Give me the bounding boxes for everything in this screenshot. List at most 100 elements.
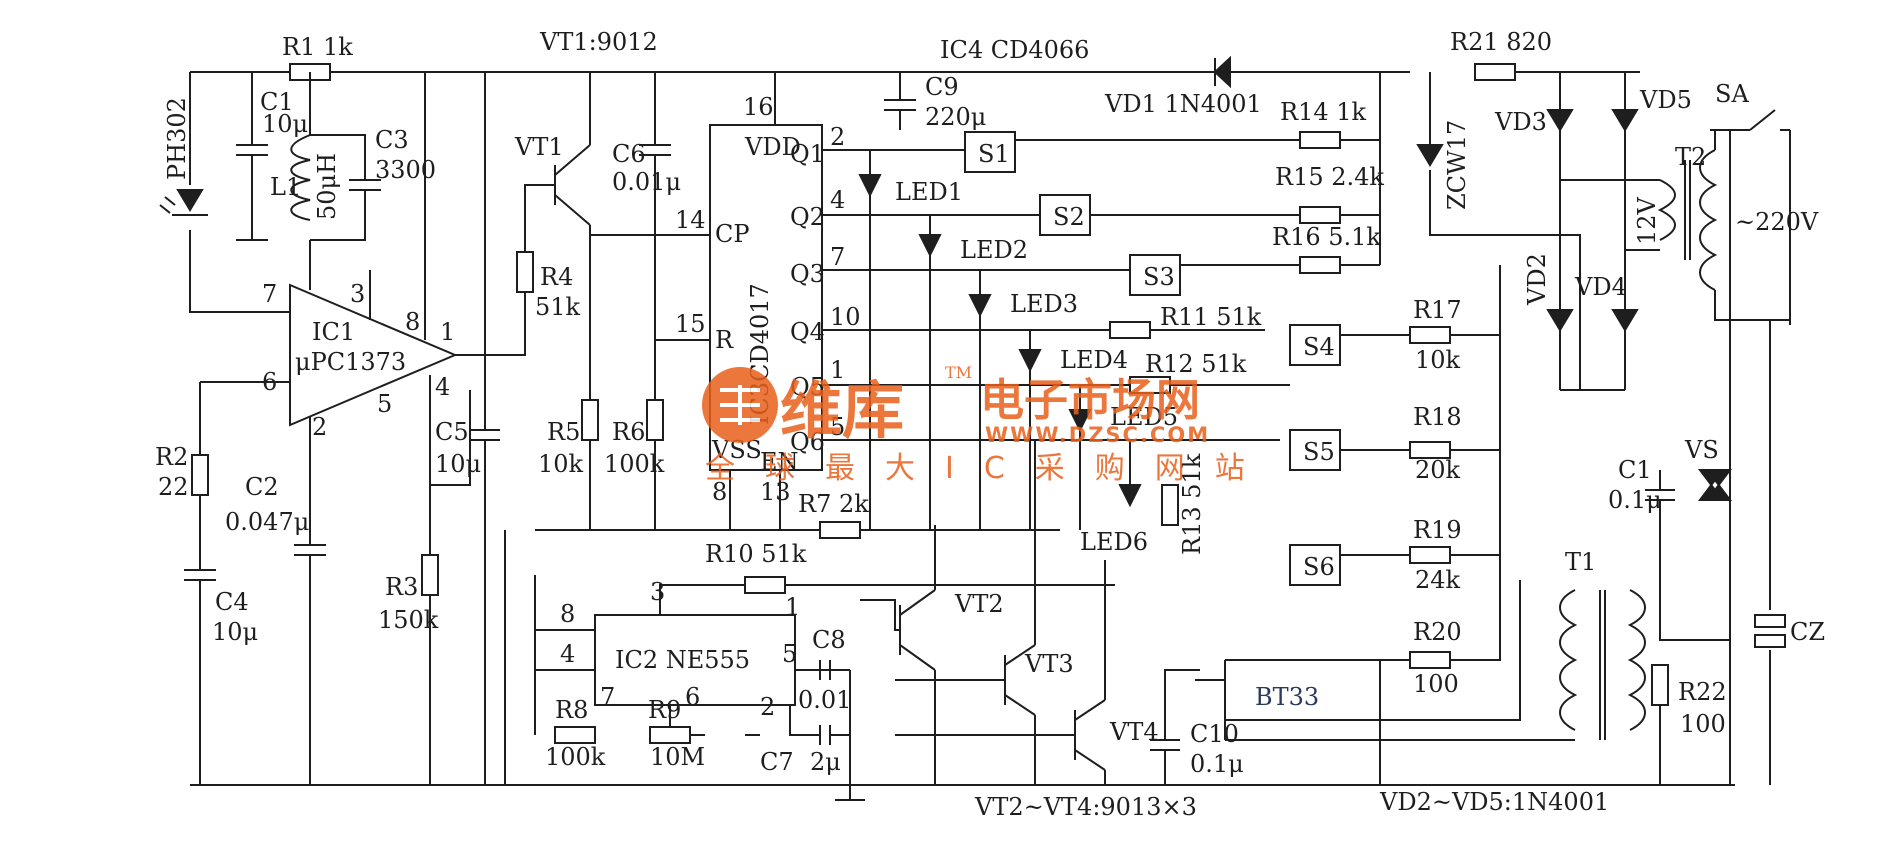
- resistor-r11: [1109, 321, 1151, 339]
- label-vt1-title: VT1:9012: [539, 28, 658, 56]
- label-r2: R2: [155, 443, 188, 471]
- component-labels: R1 1k VT1:9012 IC4 CD4066 R21 820 SA C1 …: [155, 28, 1825, 821]
- transistor-vt2: [860, 525, 936, 785]
- label-r4-val: 51k: [535, 293, 581, 321]
- switch-s3: [1129, 254, 1181, 296]
- watermark-brand: 维库: [780, 374, 904, 447]
- label-c3: C3: [375, 126, 409, 154]
- pin-t1: 1: [785, 593, 800, 621]
- label-l1: L1: [270, 173, 301, 201]
- label-vt4: VT4: [1109, 718, 1159, 746]
- label-r9-val: 10M: [650, 743, 705, 771]
- label-vt2: VT2: [954, 590, 1004, 618]
- label-r18-val: 20k: [1415, 456, 1461, 484]
- label-s3: S3: [1143, 263, 1175, 291]
- switch-s1: [964, 131, 1016, 173]
- resistor-r15: [1299, 206, 1341, 224]
- label-bottom-vt: VT2~VT4:9013×3: [974, 793, 1197, 821]
- resistor-r21: [1474, 63, 1516, 81]
- label-mains: ~220V: [1735, 208, 1819, 236]
- label-q3: Q3: [790, 260, 825, 288]
- pin-13: 13: [760, 478, 791, 506]
- pin-t2: 2: [760, 693, 775, 721]
- triac-vs: [1698, 469, 1732, 501]
- label-c6-val: 0.01μ: [612, 168, 681, 196]
- pin-t4: 4: [560, 640, 575, 668]
- label-s2: S2: [1053, 203, 1085, 231]
- wiring: [159, 55, 1791, 801]
- label-r22-val: 100: [1680, 710, 1726, 738]
- pin-t6: 6: [685, 683, 700, 711]
- pin-4: 4: [830, 186, 845, 214]
- label-r20: R20: [1413, 618, 1462, 646]
- label-r9: R9: [648, 696, 681, 724]
- resistor-r6: [646, 399, 664, 441]
- label-r6: R6: [612, 418, 645, 446]
- label-t1: T1: [1565, 548, 1596, 576]
- label-bottom-vd: VD2~VD5:1N4001: [1379, 788, 1609, 816]
- label-c9: C9: [925, 73, 959, 101]
- switch-s5: [1289, 429, 1341, 471]
- label-r2-val: 22: [158, 473, 189, 501]
- label-r17: R17: [1413, 296, 1462, 324]
- resistor-r8: [554, 726, 596, 744]
- label-cp: CP: [715, 220, 750, 248]
- watermark-url: WWW.DZSC.COM: [985, 423, 1210, 447]
- label-r3-val: 150k: [378, 606, 439, 634]
- transistor-vt1: [554, 72, 591, 400]
- transformer-t2: [1657, 179, 1676, 241]
- label-c5: C5: [435, 418, 469, 446]
- switch-s6: [1289, 544, 1341, 586]
- label-led6: LED6: [1080, 528, 1148, 556]
- pin-a4: 4: [435, 373, 450, 401]
- pin-a5: 5: [377, 390, 392, 418]
- label-led2: LED2: [960, 236, 1028, 264]
- label-vdd: VDD: [744, 133, 801, 161]
- label-q1: Q1: [790, 140, 825, 168]
- label-c9-val: 220μ: [925, 103, 986, 131]
- label-c1: C1: [260, 88, 294, 116]
- label-ic1: IC1: [312, 318, 355, 346]
- transistor-vt3: [895, 440, 1036, 785]
- inductor-l1: [290, 134, 311, 221]
- label-cz: CZ: [1790, 618, 1825, 646]
- label-c10-val: 0.1μ: [1190, 750, 1244, 778]
- label-r8: R8: [555, 696, 588, 724]
- label-vt1: VT1: [514, 133, 564, 161]
- label-ph302: PH302: [163, 97, 191, 180]
- label-ic2: IC2 NE555: [615, 646, 750, 674]
- label-r19-val: 24k: [1415, 566, 1461, 594]
- pin-numbers: 16 2 4 7 10 1 5 14 15 8 13 7 3 8 1 6 5 4…: [262, 93, 861, 721]
- label-c8: C8: [812, 626, 846, 654]
- label-r21: R21 820: [1450, 28, 1552, 56]
- label-en: EN: [760, 448, 799, 476]
- pin-a7: 7: [262, 280, 277, 308]
- label-r13: R13 51k: [1178, 453, 1206, 555]
- zener-zcw17: [1416, 144, 1444, 167]
- pin-a3: 3: [350, 280, 365, 308]
- label-led1: LED1: [895, 178, 963, 206]
- pin-t3: 3: [650, 578, 665, 606]
- label-r12: R12 51k: [1145, 350, 1247, 378]
- pin-14: 14: [675, 206, 706, 234]
- watermark-tagline: 全球最大IC采购网站: [705, 451, 1275, 486]
- resistor-r4: [516, 251, 534, 293]
- pin-t5: 5: [782, 640, 797, 668]
- label-r1: R1 1k: [282, 33, 353, 61]
- label-c8-val: 0.01: [798, 686, 851, 714]
- label-q2: Q2: [790, 203, 825, 231]
- switch-s4: [1289, 324, 1341, 366]
- resistor-r2: [191, 454, 209, 496]
- pin-16: 16: [743, 93, 774, 121]
- resistor-r3: [421, 554, 439, 596]
- label-s4: S4: [1303, 333, 1335, 361]
- label-c1b: C1: [1618, 456, 1652, 484]
- label-vt3: VT3: [1024, 650, 1074, 678]
- label-q4: Q4: [790, 318, 825, 346]
- label-vd2: VD2: [1523, 253, 1551, 306]
- label-ic4: IC4 CD4066: [940, 36, 1089, 64]
- led-array: [858, 174, 1142, 508]
- pin-10: 10: [830, 303, 861, 331]
